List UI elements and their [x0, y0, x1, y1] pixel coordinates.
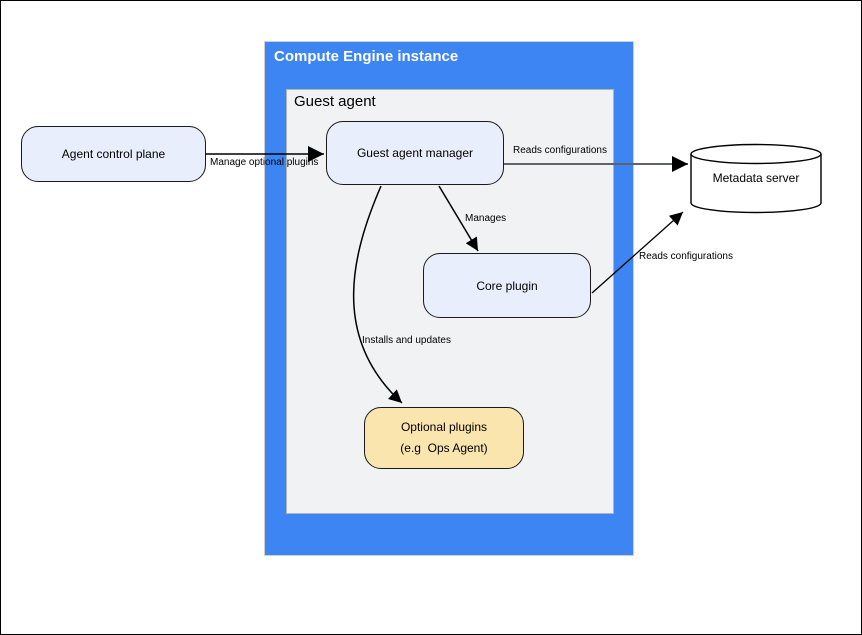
edge-label-reads-configurations-top: Reads configurations: [513, 145, 607, 156]
node-guest-agent-manager: Guest agent manager: [326, 121, 504, 185]
node-optional-plugins-label: Optional plugins: [400, 420, 488, 434]
compute-engine-instance-title: Compute Engine instance: [274, 48, 459, 65]
node-agent-control-plane-label: Agent control plane: [61, 147, 166, 161]
node-agent-control-plane: Agent control plane: [21, 126, 206, 182]
guest-agent-title: Guest agent: [294, 93, 376, 110]
edge-label-reads-configurations-bottom: Reads configurations: [639, 251, 733, 262]
edge-label-installs-and-updates: Installs and updates: [362, 335, 451, 346]
node-core-plugin: Core plugin: [423, 253, 591, 318]
node-core-plugin-label: Core plugin: [476, 278, 538, 293]
edge-label-manages: Manages: [465, 213, 507, 224]
node-metadata-server-label: Metadata server: [712, 171, 800, 185]
node-optional-plugins-sublabel: (e.g Ops Agent): [400, 441, 488, 455]
edge-label-manage-optional-plugins: Manage optional plugins: [210, 157, 319, 168]
node-guest-agent-manager-label: Guest agent manager: [356, 146, 474, 160]
node-optional-plugins: Optional plugins (e.g Ops Agent): [364, 407, 524, 469]
